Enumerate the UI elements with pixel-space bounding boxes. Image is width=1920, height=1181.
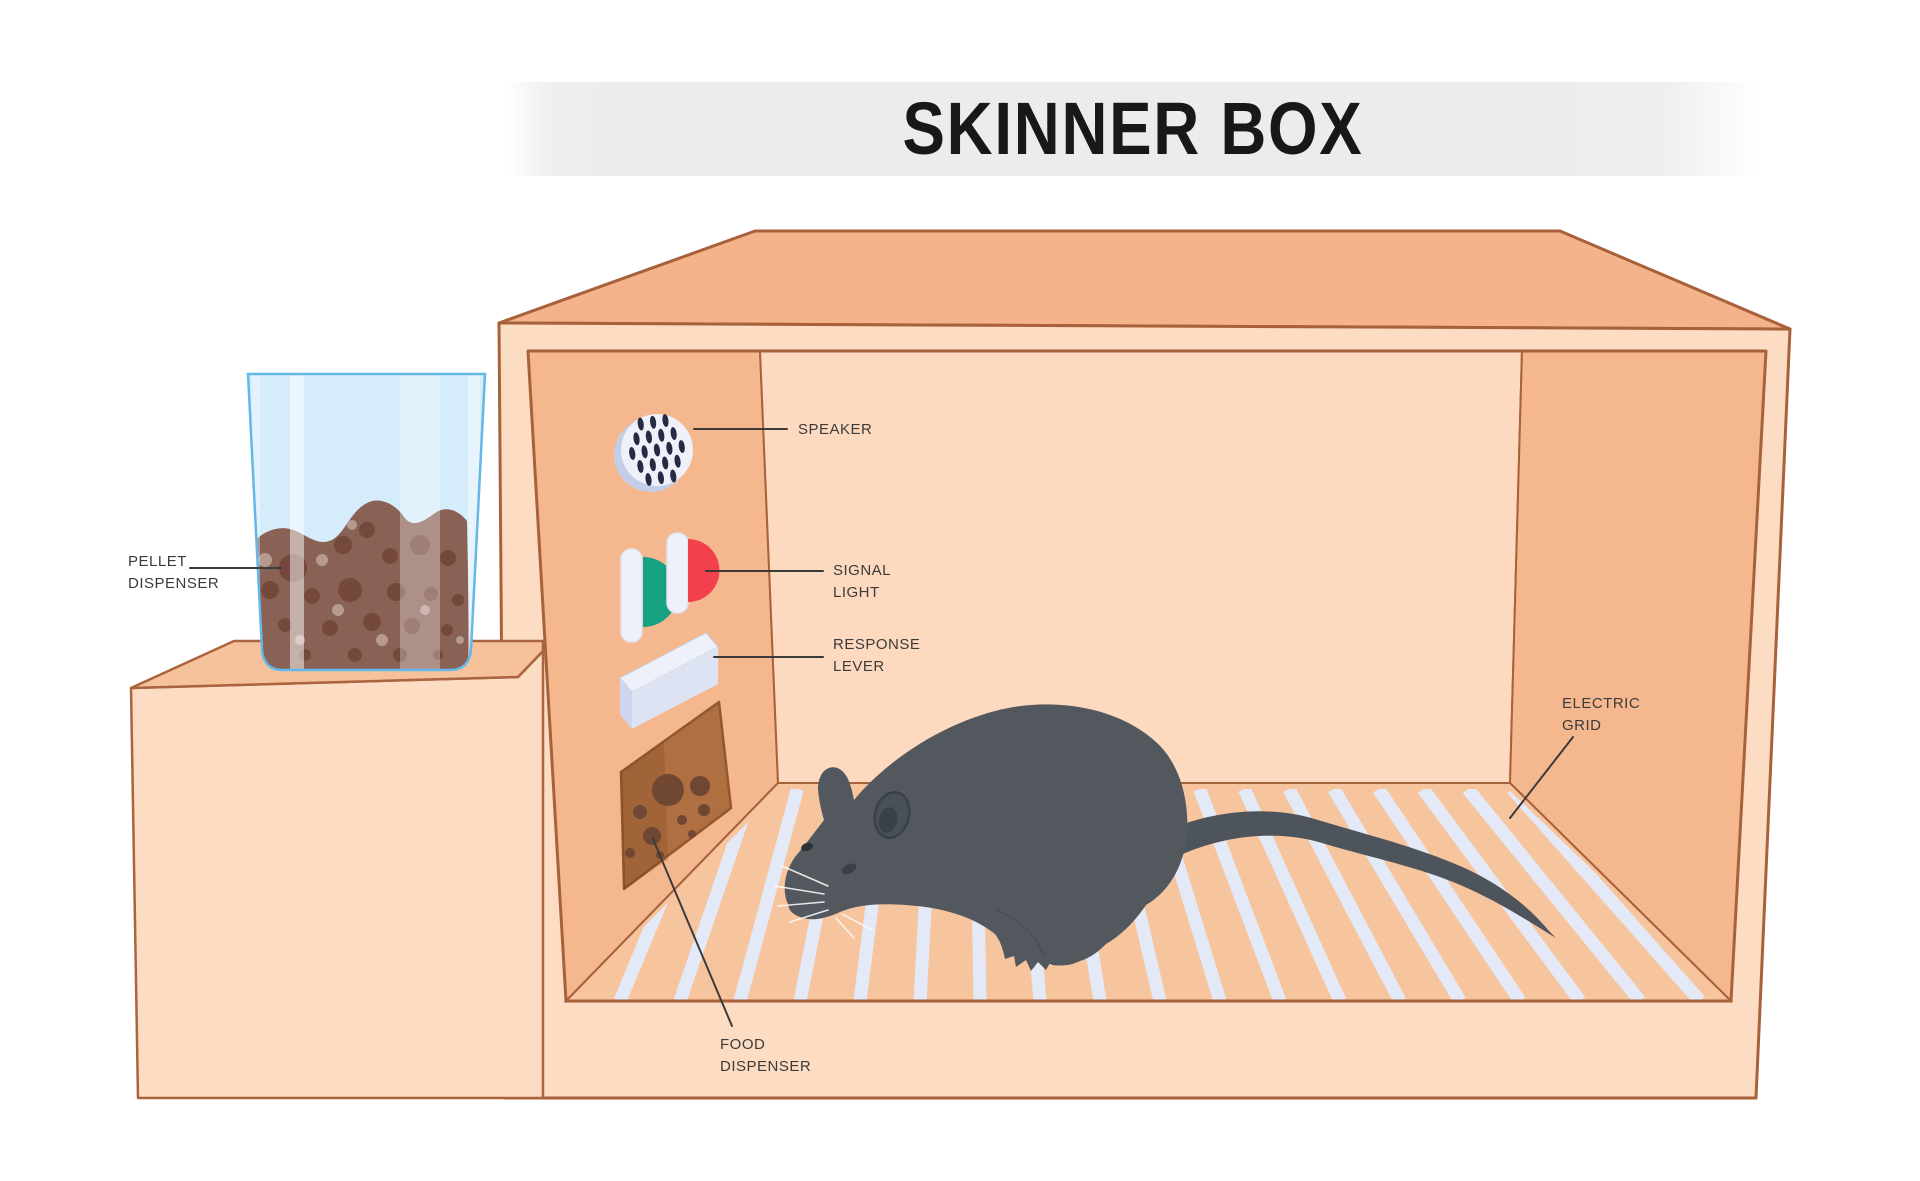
label-pellet-dispenser: PELLET DISPENSER: [128, 551, 219, 595]
speaker-dot: [674, 454, 681, 468]
rat-body: [784, 704, 1188, 971]
label-speaker: SPEAKER: [798, 419, 872, 441]
speaker-dot: [662, 414, 669, 427]
speaker-dot: [653, 443, 661, 457]
box-top-face: [497, 229, 1792, 331]
label-response-lever: RESPONSE LEVER: [833, 634, 920, 678]
speaker-dot: [670, 427, 677, 440]
speaker-dot: [678, 440, 685, 453]
label-line: LEVER: [833, 658, 885, 675]
speaker-dot: [633, 432, 640, 446]
speaker-dot: [658, 428, 665, 442]
grid-bar: [733, 789, 804, 1001]
speaker-dot: [637, 417, 644, 431]
chamber-opening-outline: [526, 349, 1768, 1003]
page-title: SKINNER BOX: [902, 87, 1364, 170]
signal-light-red: [688, 539, 720, 602]
label-line: SPEAKER: [798, 421, 873, 438]
food-dispenser-pointer-line: [652, 838, 733, 1027]
signal-light-icon: [620, 532, 720, 643]
label-line: RESPONSE: [833, 636, 921, 653]
label-food-dispenser: FOOD DISPENSER: [720, 1034, 811, 1078]
rat-eye: [801, 842, 813, 852]
label-line: SIGNAL: [833, 562, 892, 579]
speaker-dot: [645, 473, 652, 486]
label-line: PELLET: [128, 553, 187, 570]
grid-bar: [1328, 789, 1466, 1001]
grid-bar: [1462, 789, 1646, 1001]
label-line: ELECTRIC: [1562, 695, 1641, 712]
rat-leg-crease: [995, 909, 1045, 958]
rat-illustration: [774, 704, 1556, 971]
pedestal-front-face: [129, 649, 545, 1100]
speaker-dot: [657, 471, 665, 485]
food-dispenser-opening: [619, 700, 733, 891]
pointer-lines: [189, 428, 1574, 1027]
electric-grid-pointer-line: [1509, 736, 1574, 819]
speaker-dot: [649, 458, 656, 472]
label-line: DISPENSER: [720, 1058, 812, 1075]
speaker-icon: [614, 414, 693, 492]
label-line: GRID: [1562, 717, 1602, 734]
label-line: FOOD: [720, 1036, 766, 1053]
speaker-dot: [641, 445, 648, 459]
rat-whiskers: [774, 865, 873, 939]
speaker-dot: [666, 441, 673, 455]
food-pellets: [625, 774, 710, 859]
response-lever-icon: [619, 632, 719, 729]
rat-nose-mark: [841, 863, 857, 875]
grid-bar: [1507, 789, 1705, 1001]
speaker-dot: [645, 430, 653, 444]
label-signal-light: SIGNAL LIGHT: [833, 560, 891, 604]
pellet-dispenser-glass: [246, 372, 487, 672]
label-line: DISPENSER: [128, 575, 220, 592]
speaker-dot: [649, 415, 657, 429]
label-line: LIGHT: [833, 584, 880, 601]
rat-tail: [1150, 811, 1556, 938]
speaker-dot: [629, 447, 636, 460]
pellet-dispenser-pedestal: [129, 639, 545, 1100]
speaker-dot: [637, 460, 644, 473]
speaker-dot-grid: [629, 414, 685, 486]
rat-ear-inner: [878, 807, 898, 833]
label-electric-grid: ELECTRIC GRID: [1562, 693, 1640, 737]
title-banner: SKINNER BOX: [505, 82, 1761, 176]
grid-bar: [1372, 789, 1526, 1001]
speaker-dot: [670, 469, 677, 483]
speaker-dot: [662, 456, 669, 470]
